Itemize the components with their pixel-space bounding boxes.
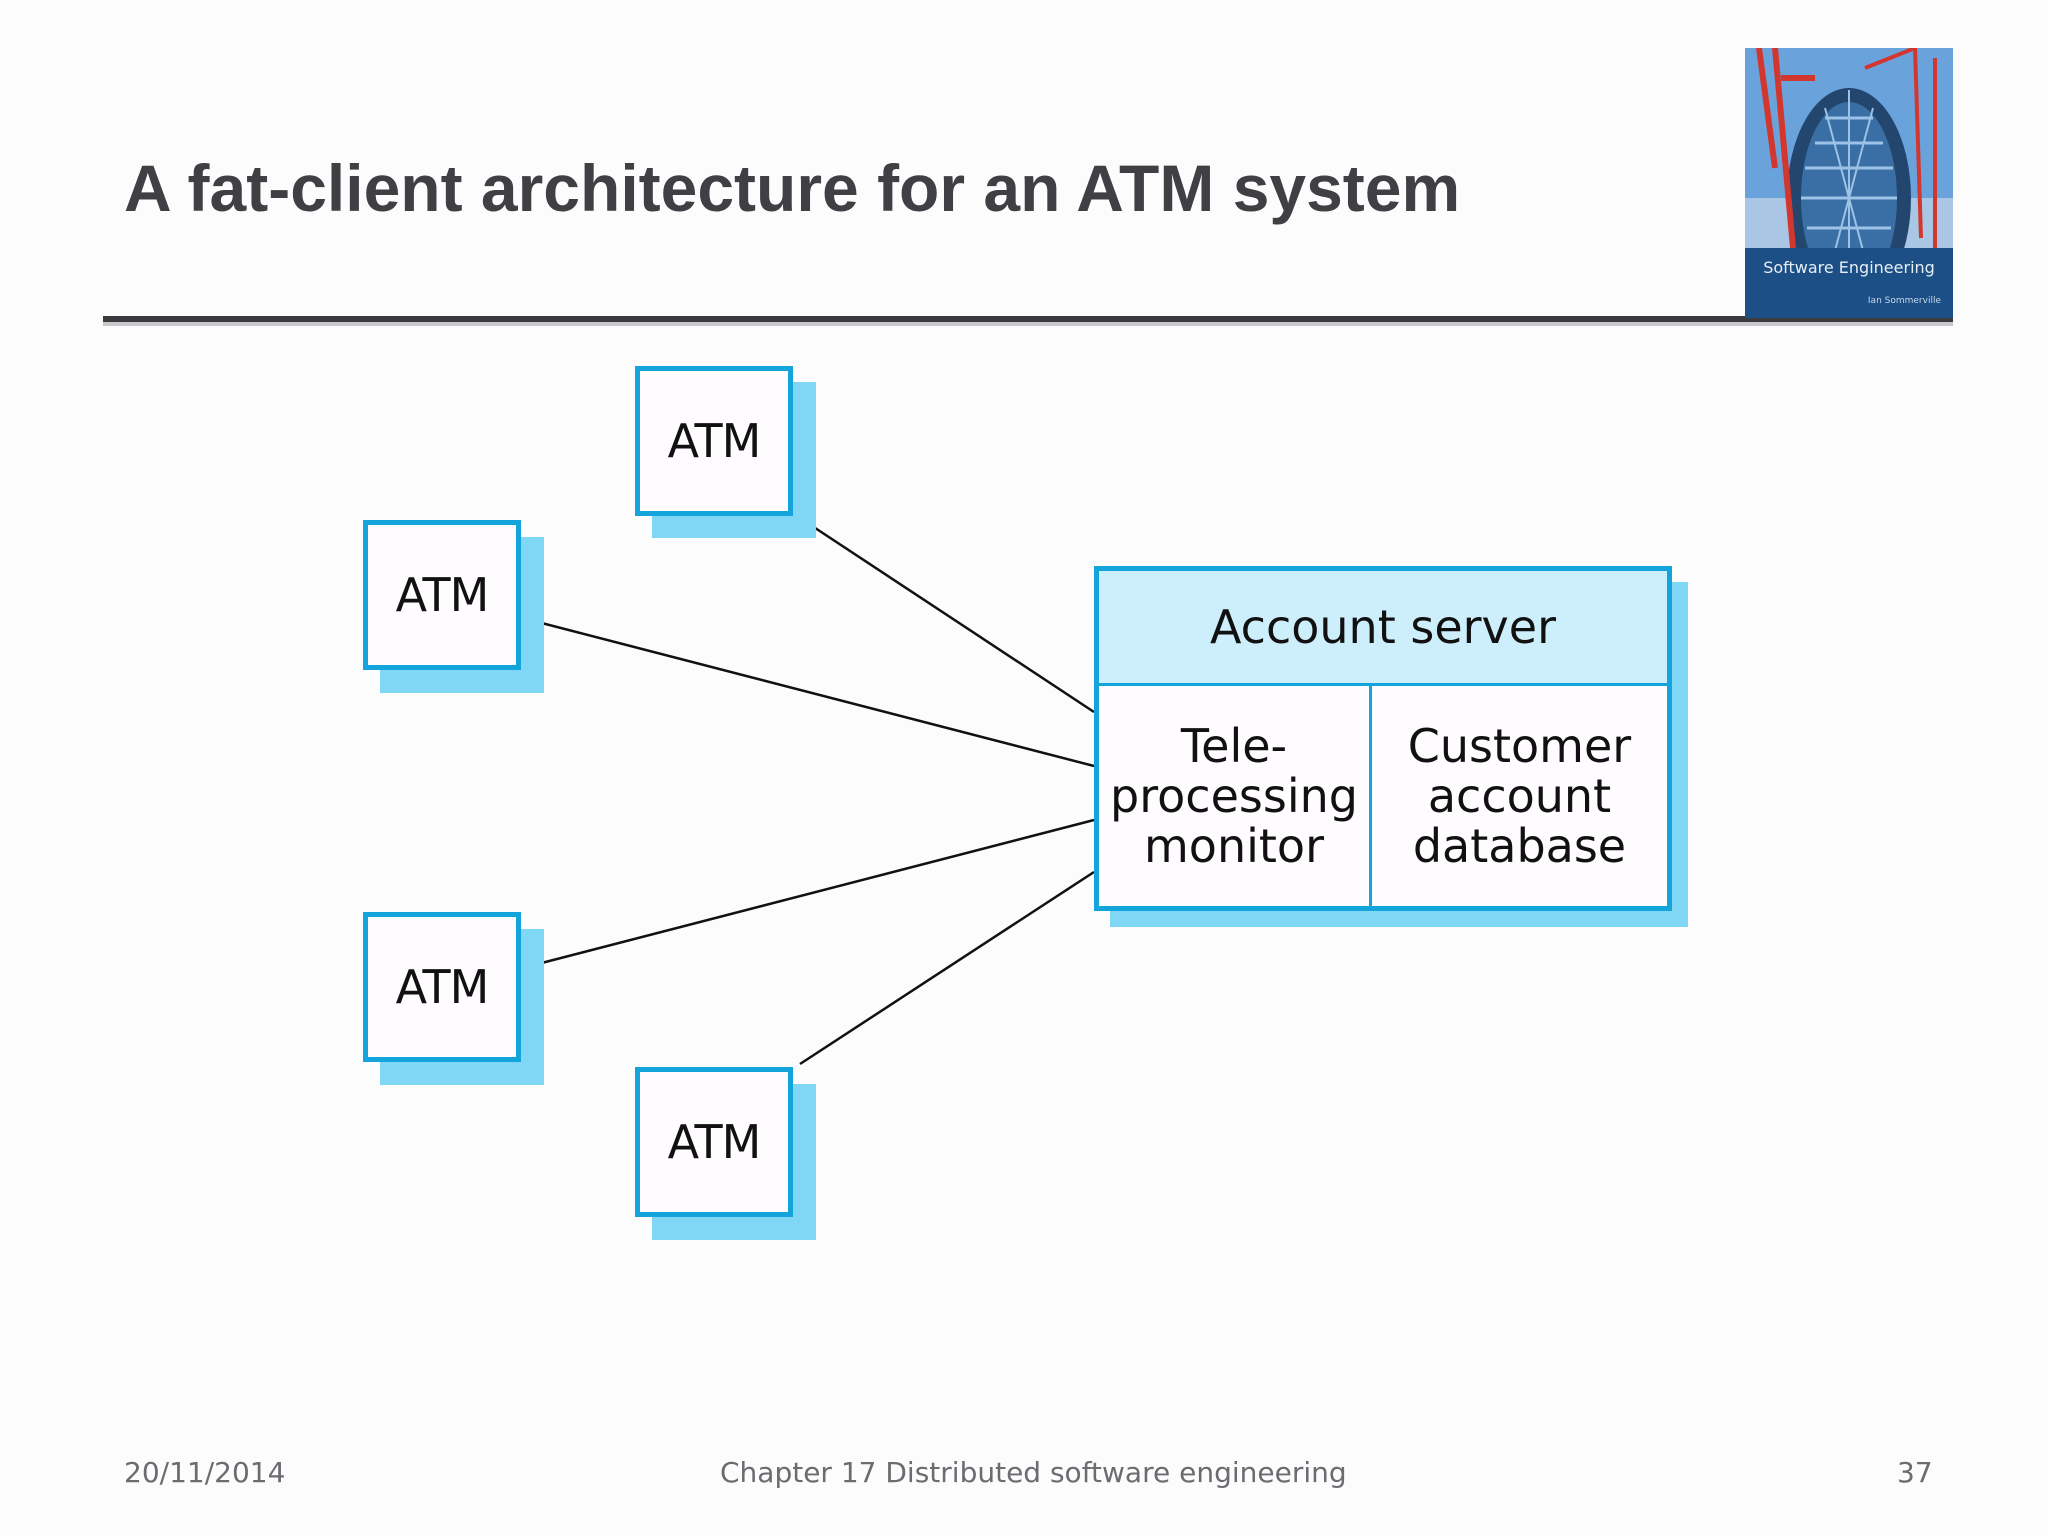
cell-line: Tele- [1180,719,1288,773]
book-cover-logo: Software Engineering Ian Sommerville [1745,48,1953,318]
cell-line: database [1412,819,1627,873]
cell-line: account [1427,769,1612,823]
cell-line: processing [1110,769,1358,823]
connector-atm-top [799,516,1095,714]
customer-account-database-cell: Customer account database [1372,686,1667,906]
connector-atm-upper-left [529,618,1095,768]
cover-author: Ian Sommerville [1867,296,1941,306]
cell-line: Customer [1407,719,1632,773]
footer-chapter: Chapter 17 Distributed software engineer… [720,1456,1347,1489]
footer-page-number: 37 [1897,1456,1933,1489]
title-rule-shadow [103,322,1953,326]
teleprocessing-monitor-cell: Tele- processing monitor [1099,686,1372,906]
atm-box: ATM [635,1067,793,1217]
cell-line: monitor [1144,819,1324,873]
cover-title: Software Engineering [1763,258,1935,277]
connector-atm-lower-left [529,818,1095,968]
title-rule [103,316,1953,322]
account-server-box: Account server Tele- processing monitor … [1094,566,1672,911]
slide-title: A fat-client architecture for an ATM sys… [124,151,1461,225]
cover-band [1745,248,1953,318]
atm-box: ATM [363,912,521,1062]
footer-date: 20/11/2014 [124,1456,286,1489]
connector-atm-bottom [799,870,1095,1066]
atm-box: ATM [363,520,521,670]
atm-box: ATM [635,366,793,516]
account-server-header: Account server [1099,571,1667,686]
